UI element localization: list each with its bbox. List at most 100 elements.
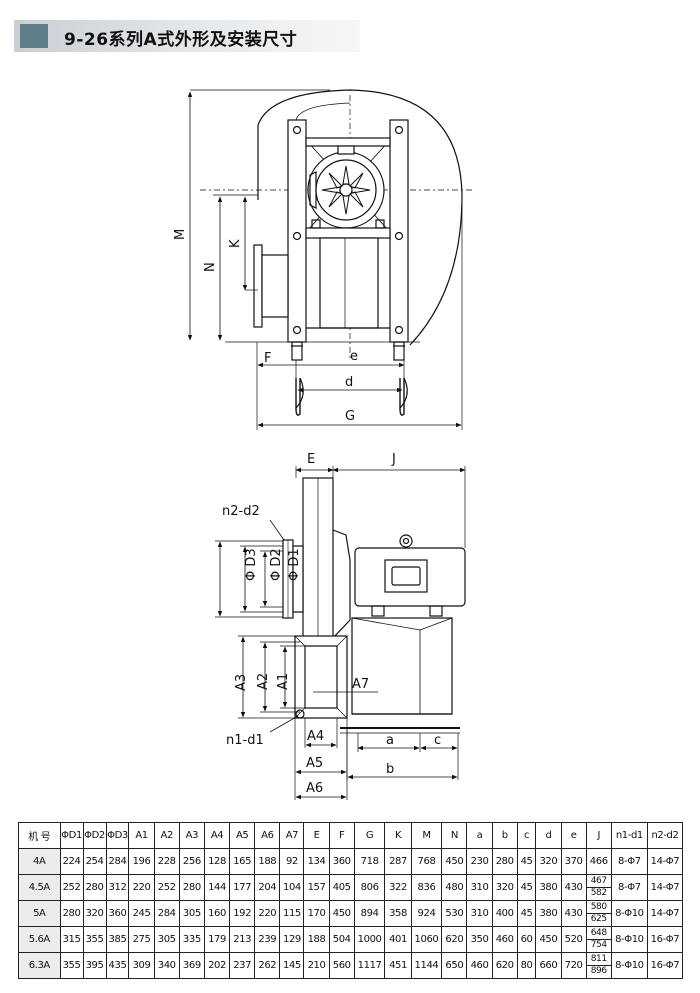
table-cell: 1000 [353,926,386,953]
table-cell: 188 [303,926,330,953]
table-cell: 284 [153,900,180,927]
table-cell: 104 [279,874,305,901]
table-cell: 92 [279,848,305,875]
label-A3: A3 [234,674,249,691]
table-cell: 315 [59,926,84,953]
table-cell: 220 [128,874,155,901]
dimension-table: 机 号 ΦD1 ΦD2 ΦD3 A1 A2 A3 A4 A5 A6 A7 E F… [18,822,684,979]
table-cell: 370 [560,848,587,875]
title-bar: 9-26系列A式外形及安装尺寸 [14,20,360,52]
table-cell: 320 [82,900,107,927]
table-cell: 520 [560,926,587,953]
table-cell: 530 [441,900,468,927]
table-cell: 335 [178,926,205,953]
label-M: M [173,229,188,240]
table-cell: 224 [59,848,84,875]
table-cell: 380 [535,900,562,927]
header-cell: A4 [203,822,231,849]
header-cell: n2-d2 [646,822,684,849]
table-cell: 360 [328,848,355,875]
table-cell: 450 [328,900,355,927]
table-cell: 355 [82,926,107,953]
table-cell: 430 [560,900,587,927]
table-cell: 504 [328,926,355,953]
technical-drawing: M N K F e d G [173,89,475,800]
front-view [187,89,475,430]
table-cell: 320 [491,874,518,901]
header-cell: K [384,822,412,849]
header-cell: A7 [279,822,305,849]
volute-casing [257,89,463,346]
table-cell: 213 [229,926,256,953]
label-A1: A1 [276,673,291,690]
table-cell: 177 [229,874,256,901]
label-A5: A5 [306,756,323,771]
table-cell: 129 [279,926,305,953]
table-cell: 836 [410,874,443,901]
table-cell: 144 [203,874,231,901]
table-cell: 395 [82,952,107,979]
outlet-box [294,635,348,719]
table-cell: 1144 [410,952,443,979]
table-cell: 310 [466,874,493,901]
table-cell-n1-d1: 8-Φ10 [610,952,648,979]
table-cell: 450 [535,926,562,953]
title-swatch [20,24,48,48]
table-cell: 252 [59,874,84,901]
table-cell: 322 [384,874,412,901]
label-F: F [264,351,271,366]
header-cell: F [328,822,355,849]
table-cell: 128 [203,848,231,875]
table-cell: 400 [491,900,518,927]
label-A2: A2 [256,673,271,690]
table-cell: 252 [153,874,180,901]
table-cell: 245 [128,900,155,927]
table-cell: 280 [491,848,518,875]
model-cell: 4A [18,848,61,875]
label-N: N [203,262,218,272]
header-cell: c [516,822,537,849]
label-n1-d1: n1-d1 [226,733,264,748]
table-cell-n2-d2: 16-Φ7 [646,952,684,979]
front-view-labels: M N K F e d G [173,229,358,424]
table-cell: 157 [303,874,330,901]
table-cell-n2-d2: 14-Φ7 [646,900,684,927]
table-cell: 305 [178,900,205,927]
table-cell: 134 [303,848,330,875]
header-cell: e [560,822,587,849]
header-cell: A1 [128,822,155,849]
label-a: a [386,733,394,748]
table-cell: 320 [535,848,562,875]
table-cell: 720 [560,952,587,979]
label-K: K [228,239,243,248]
table-cell: 768 [410,848,443,875]
header-cell: M [410,822,443,849]
table-cell: 894 [353,900,386,927]
table-cell: 287 [384,848,412,875]
model-cell: 6.3A [18,952,61,979]
table-cell: 480 [441,874,468,901]
header-cell: A3 [178,822,205,849]
label-E: E [307,452,315,467]
table-cell-n1-d1: 8-Φ10 [610,900,648,927]
table-cell: 145 [279,952,305,979]
anchor-hook-left [295,378,301,416]
table-cell: 196 [128,848,155,875]
table-cell: 450 [441,848,468,875]
label-e: e [350,349,358,364]
label-A4: A4 [307,729,324,744]
table-cell: 1117 [353,952,386,979]
table-cell: 228 [153,848,180,875]
label-A6: A6 [306,781,323,796]
table-cell: 312 [105,874,130,901]
header-cell: n1-d1 [610,822,648,849]
table-cell: 202 [203,952,231,979]
